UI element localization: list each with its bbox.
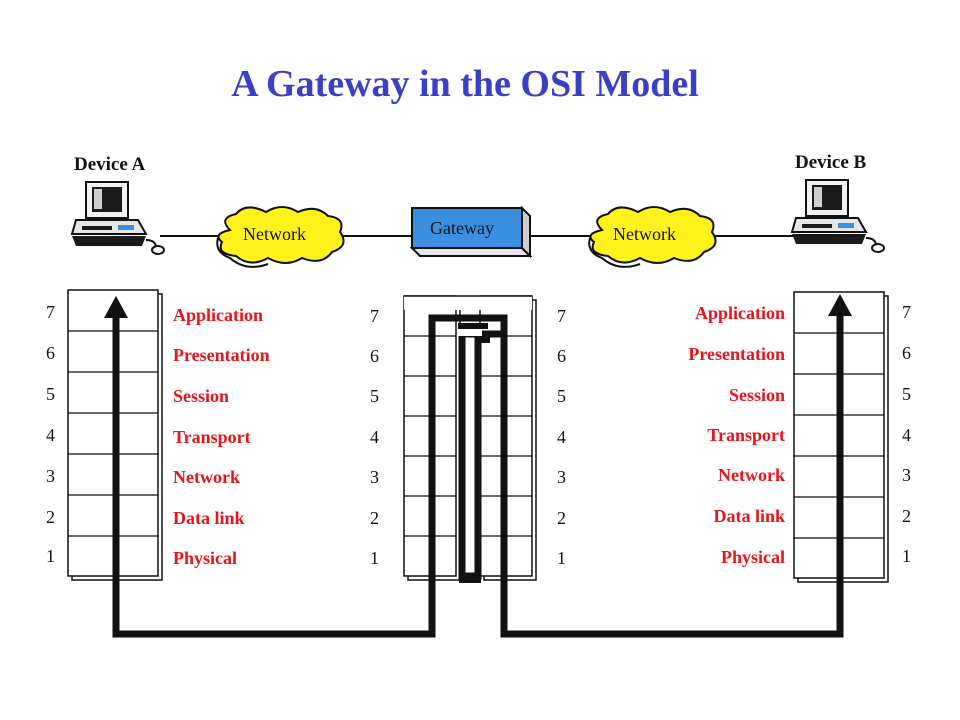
layer-number: 4 [46,425,55,445]
layer-number: 3 [557,467,566,487]
layer-number: 5 [902,384,911,404]
network-cloud-left: Network [216,206,345,268]
layer-number: 2 [557,508,566,528]
device-a-label: Device A [74,154,146,175]
network-right-label: Network [613,224,676,244]
layer-number: 1 [46,546,55,566]
layer-number: 4 [557,427,566,447]
arrow-up-left-icon [104,296,128,318]
layer-number: 1 [370,548,379,568]
layer-label-application: Application [694,303,785,323]
layer-number: 5 [557,386,566,406]
layer-label-physical: Physical [173,548,238,568]
layer-label-presentation: Presentation [688,344,785,364]
layer-number: 1 [557,548,566,568]
layer-number: 5 [46,384,55,404]
layer-number: 1 [902,546,911,566]
layer-number: 6 [902,343,911,363]
layer-label-transport: Transport [173,427,251,447]
layer-number: 2 [902,506,911,526]
layer-label-network: Network [173,467,240,487]
layer-number: 4 [902,425,911,445]
layer-number: 7 [46,302,55,322]
device-a-computer-icon [70,181,165,255]
layer-number: 7 [370,306,379,326]
layer-number: 3 [902,465,911,485]
layer-number: 7 [557,306,566,326]
layer-label-application: Application [173,305,264,325]
gateway-label: Gateway [430,218,494,238]
layer-number: 6 [46,343,55,363]
layer-label-data-link: Data link [713,506,785,526]
layer-label-physical: Physical [720,547,785,567]
arrow-up-right-icon [828,294,852,316]
gateway-top-bridge [404,296,532,310]
gateway-box: Gateway [409,205,533,259]
device-b-label: Device B [795,152,867,173]
layer-number: 6 [370,346,379,366]
layer-number: 3 [46,466,55,486]
layer-number: 7 [902,302,911,322]
layer-label-transport: Transport [707,425,785,445]
layer-label-session: Session [728,385,785,405]
layer-number: 6 [557,346,566,366]
layer-number: 2 [46,507,55,527]
layer-label-presentation: Presentation [173,345,270,365]
layer-label-data-link: Data link [173,508,245,528]
network-left-label: Network [243,224,306,244]
data-path-line-right [428,310,844,638]
layer-label-network: Network [718,465,785,485]
layer-number: 5 [370,386,379,406]
layer-number: 4 [370,427,379,447]
page-title: A Gateway in the OSI Model [231,63,699,105]
network-cloud-right: Network [588,206,717,268]
layer-number: 3 [370,467,379,487]
layer-number: 2 [370,508,379,528]
layer-label-session: Session [173,386,230,406]
device-b-computer-icon [790,179,885,253]
